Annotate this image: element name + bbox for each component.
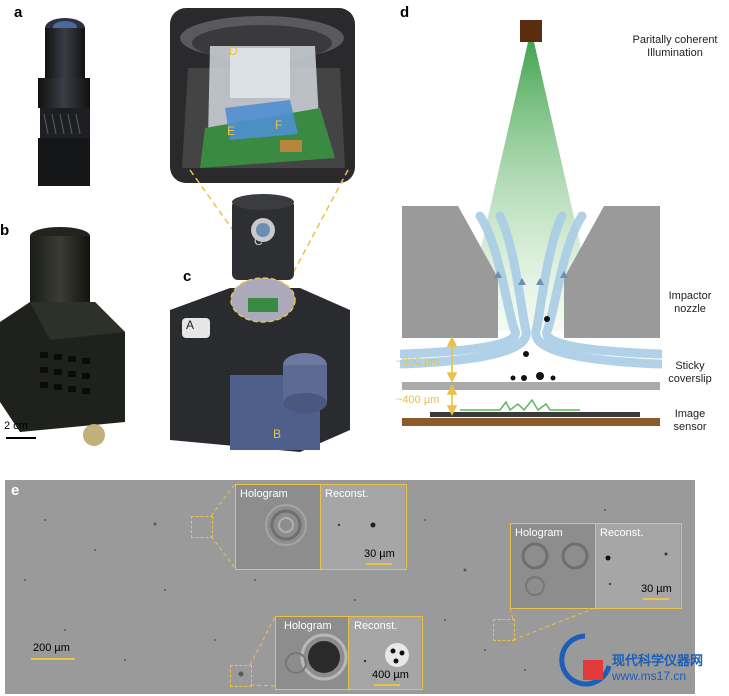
watermark-logo-icon bbox=[559, 633, 612, 687]
roi-box-2 bbox=[493, 619, 515, 641]
inset-1-scale-label: 30 µm bbox=[364, 548, 395, 560]
inset-3: Hologram Reconst. 400 µm bbox=[275, 616, 423, 690]
main-scale-bar bbox=[31, 658, 75, 660]
inset-3-reconst bbox=[349, 617, 421, 689]
inset-1-hologram bbox=[236, 485, 321, 569]
inset-1: Hologram Reconst. 30 µm bbox=[235, 484, 407, 570]
inset-connectors bbox=[210, 483, 596, 687]
label-A: A bbox=[186, 318, 195, 332]
impactor-diagram bbox=[400, 20, 662, 426]
panel-letter-e: e bbox=[11, 482, 20, 499]
roi-box-1 bbox=[191, 516, 213, 538]
zoom-inset-c bbox=[170, 8, 355, 183]
label-B: B bbox=[273, 427, 282, 441]
panel-letter-b: b bbox=[0, 222, 10, 239]
label-nozzle: Impactor nozzle bbox=[668, 290, 712, 315]
gap-label-upper: ~800 µm bbox=[396, 356, 440, 368]
panel-letter-d: d bbox=[400, 4, 410, 21]
scale-bar-b bbox=[6, 437, 36, 439]
inset-2-scale-label: 30 µm bbox=[641, 583, 672, 595]
device-photo-b bbox=[0, 227, 125, 446]
label-E: E bbox=[227, 124, 236, 138]
inset-3-scale-bar bbox=[374, 684, 400, 686]
inset-1-hologram-label: Hologram bbox=[240, 488, 288, 500]
inset-3-hologram-label: Hologram bbox=[284, 620, 332, 632]
inset-3-reconst-label: Reconst. bbox=[354, 620, 398, 632]
scale-label-b: 2 cm bbox=[4, 420, 28, 432]
inset-2-reconst-label: Reconst. bbox=[600, 527, 644, 539]
watermark-url: www.ms17.cn bbox=[612, 669, 687, 683]
device-render-c bbox=[170, 194, 350, 452]
inset-2: Hologram Reconst. 30 µm bbox=[510, 523, 682, 609]
inset-1-reconst bbox=[321, 485, 405, 569]
inset-3-hologram bbox=[276, 617, 349, 689]
inset-2-scale-bar bbox=[643, 598, 669, 600]
panel-letter-a: a bbox=[14, 4, 23, 21]
inset-2-reconst bbox=[596, 524, 680, 608]
panel-e-micrograph: e Hologram Reconst. 30 µm Hologram Recon… bbox=[5, 480, 695, 694]
inset-1-scale-bar bbox=[366, 563, 392, 565]
inset-2-hologram bbox=[511, 524, 596, 608]
gap-label-lower: ~400 µm bbox=[396, 394, 440, 406]
watermark-cn: 现代科学仪器网 bbox=[612, 654, 704, 669]
label-sensor: Image sensor bbox=[673, 408, 707, 433]
label-F: F bbox=[275, 118, 283, 132]
micrograph-specks bbox=[24, 509, 646, 677]
label-C: C bbox=[254, 234, 263, 248]
inset-1-reconst-label: Reconst. bbox=[325, 488, 369, 500]
panel-letter-c: c bbox=[183, 268, 192, 285]
roi-box-3 bbox=[230, 665, 252, 687]
main-scale-label: 200 µm bbox=[33, 642, 70, 654]
label-coverslip: Sticky coverslip bbox=[668, 360, 712, 385]
zoom-lines bbox=[189, 169, 349, 276]
inset-2-hologram-label: Hologram bbox=[515, 527, 563, 539]
inset-3-scale-label: 400 µm bbox=[372, 669, 409, 681]
label-illumination: Paritally coherent Illumination bbox=[632, 34, 718, 59]
label-D: D bbox=[229, 44, 238, 58]
device-photo-a bbox=[38, 18, 90, 186]
